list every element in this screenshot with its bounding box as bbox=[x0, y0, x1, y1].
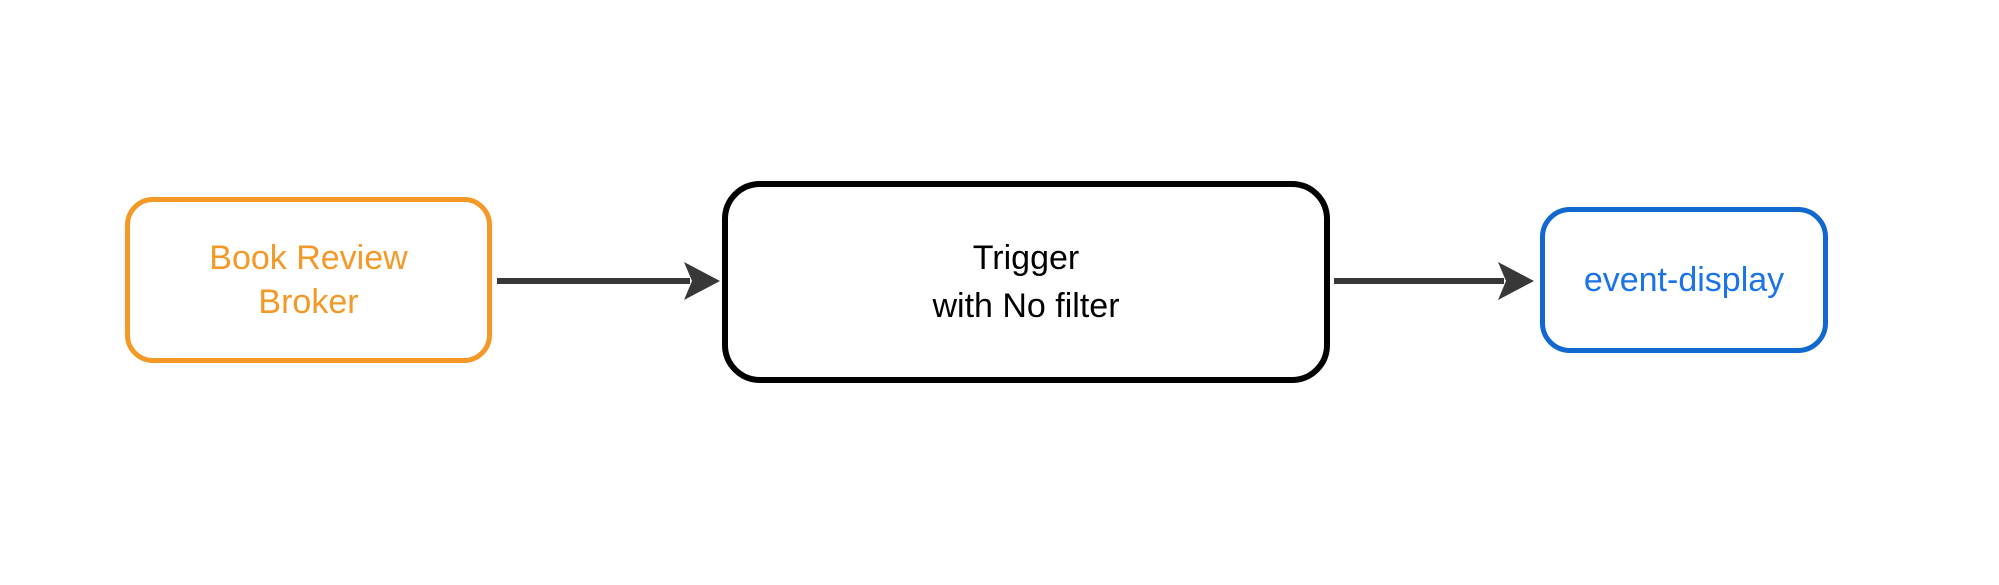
broker-label-line-2: Broker bbox=[258, 283, 359, 321]
edge-trigger-to-event-display bbox=[1334, 262, 1534, 300]
trigger-label-line-2: with No filter bbox=[932, 287, 1120, 325]
trigger-node-label: Trigger with No filter bbox=[932, 234, 1119, 330]
trigger-label-line-1: Trigger bbox=[972, 239, 1080, 277]
broker-label-line-1: Book Review bbox=[209, 239, 408, 277]
event-display-node: event-display bbox=[1540, 207, 1828, 353]
event-display-label: event-display bbox=[1583, 261, 1785, 299]
event-display-node-label: event-display bbox=[1584, 260, 1784, 300]
arrowhead-icon bbox=[1498, 262, 1534, 300]
edge-broker-to-trigger bbox=[497, 262, 720, 300]
arrowhead-icon bbox=[684, 262, 720, 300]
broker-node: Book Review Broker bbox=[125, 197, 492, 363]
trigger-node: Trigger with No filter bbox=[722, 181, 1330, 383]
broker-node-label: Book Review Broker bbox=[209, 236, 407, 324]
